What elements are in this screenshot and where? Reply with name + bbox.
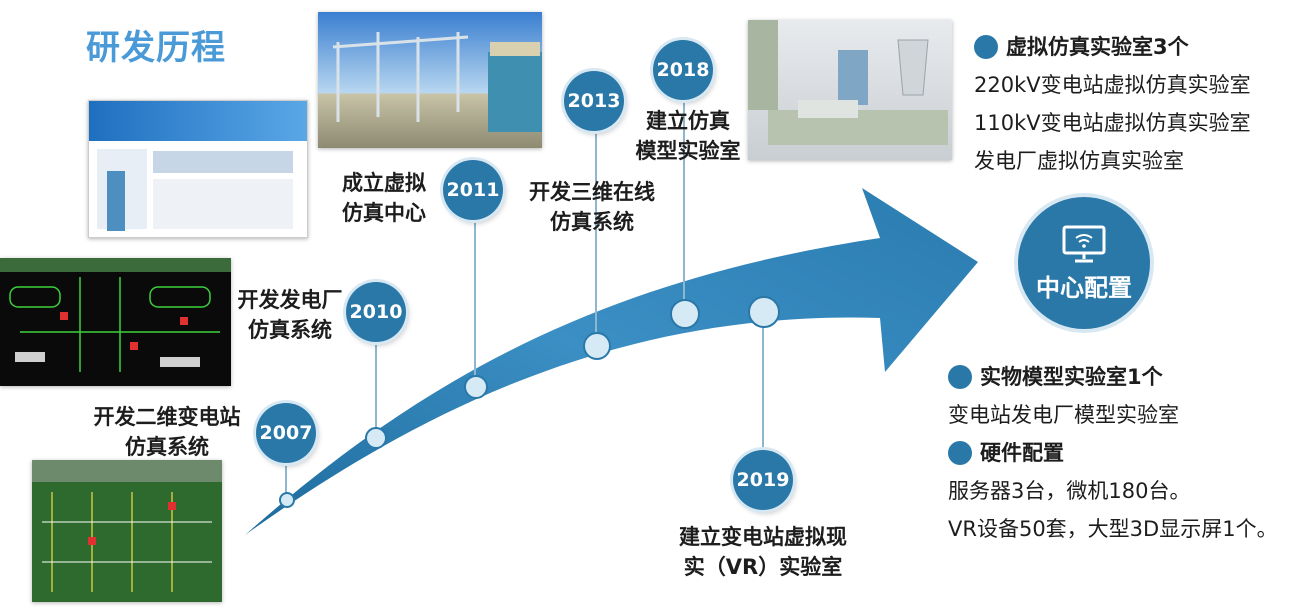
- milestone-label-2011: 成立虚拟 仿真中心: [334, 168, 434, 228]
- page-title: 研发历程: [86, 28, 226, 68]
- year-bubble-2007: 2007: [256, 403, 316, 463]
- physical-and-hardware-list: 实物模型实验室1个 变电站发电厂模型实验室 硬件配置 服务器3台，微机180台。…: [948, 358, 1278, 548]
- virtual-lab-list: 虚拟仿真实验室3个 220kV变电站虚拟仿真实验室 110kV变电站虚拟仿真实验…: [974, 28, 1251, 180]
- list-item: 变电站发电厂模型实验室: [948, 403, 1179, 427]
- timeline-dot-2011: [464, 375, 488, 399]
- milestone-2019-line2: 实（VR）实验室: [683, 555, 843, 579]
- milestone-label-2013: 开发三维在线 仿真系统: [522, 177, 662, 237]
- virtual-lab-heading: 虚拟仿真实验室3个: [974, 28, 1251, 66]
- powerplant-schematic-image: [0, 258, 231, 386]
- center-config-node: 中心配置: [1018, 197, 1150, 329]
- bullet-icon: [948, 441, 972, 465]
- milestone-2013-line1: 开发三维在线: [529, 180, 655, 204]
- connector-2018: [683, 97, 685, 312]
- center-config-label: 中心配置: [1036, 273, 1132, 302]
- milestone-label-2019: 建立变电站虚拟现 实（VR）实验室: [670, 522, 856, 582]
- milestone-2018-line2: 模型实验室: [635, 139, 741, 163]
- list-item: 220kV变电站虚拟仿真实验室: [974, 73, 1251, 97]
- year-bubble-2019: 2019: [733, 450, 793, 510]
- bullet-icon: [948, 365, 972, 389]
- milestone-2010-line1: 开发发电厂: [237, 288, 343, 312]
- timeline-dot-2007: [279, 492, 295, 508]
- model-lab-photo-image: [748, 20, 952, 160]
- milestone-2013-line2: 仿真系统: [550, 210, 634, 234]
- timeline-dot-2013: [583, 332, 611, 360]
- list-item: 服务器3台，微机180台。: [948, 479, 1191, 503]
- timeline-dot-2019: [748, 296, 780, 328]
- milestone-label-2007: 开发二维变电站 仿真系统: [82, 402, 252, 462]
- list-item: 发电厂虚拟仿真实验室: [974, 149, 1184, 173]
- substation-3d-image: [318, 12, 542, 148]
- year-bubble-2018: 2018: [653, 40, 713, 100]
- connector-2019: [762, 312, 764, 452]
- connector-2011: [474, 217, 476, 385]
- timeline-dot-2010: [365, 427, 387, 449]
- physical-lab-heading: 实物模型实验室1个: [948, 358, 1278, 396]
- connector-2013: [595, 130, 597, 345]
- monitor-wifi-icon: [1062, 225, 1106, 262]
- milestone-label-2010: 开发发电厂 仿真系统: [232, 285, 348, 345]
- year-bubble-2013: 2013: [564, 71, 624, 131]
- substation-2d-schematic-image: [32, 460, 222, 602]
- milestone-2011-line2: 仿真中心: [342, 201, 426, 225]
- connector-2010: [375, 340, 377, 435]
- list-item: VR设备50套，大型3D显示屏1个。: [948, 517, 1278, 541]
- milestone-2007-line2: 仿真系统: [125, 435, 209, 459]
- milestone-2010-line2: 仿真系统: [248, 318, 332, 342]
- connector-2007: [285, 455, 287, 497]
- milestone-2007-line1: 开发二维变电站: [93, 405, 241, 429]
- bullet-icon: [974, 35, 998, 59]
- milestone-2018-line1: 建立仿真: [646, 109, 730, 133]
- list-item: 110kV变电站虚拟仿真实验室: [974, 111, 1251, 135]
- milestone-label-2018: 建立仿真 模型实验室: [628, 106, 748, 166]
- milestone-2019-line1: 建立变电站虚拟现: [679, 525, 847, 549]
- website-screenshot-image: [88, 100, 308, 238]
- year-bubble-2011: 2011: [443, 160, 503, 220]
- milestone-2011-line1: 成立虚拟: [342, 171, 426, 195]
- hardware-heading: 硬件配置: [948, 434, 1278, 472]
- year-bubble-2010: 2010: [346, 282, 406, 342]
- timeline-dot-2018: [670, 299, 700, 329]
